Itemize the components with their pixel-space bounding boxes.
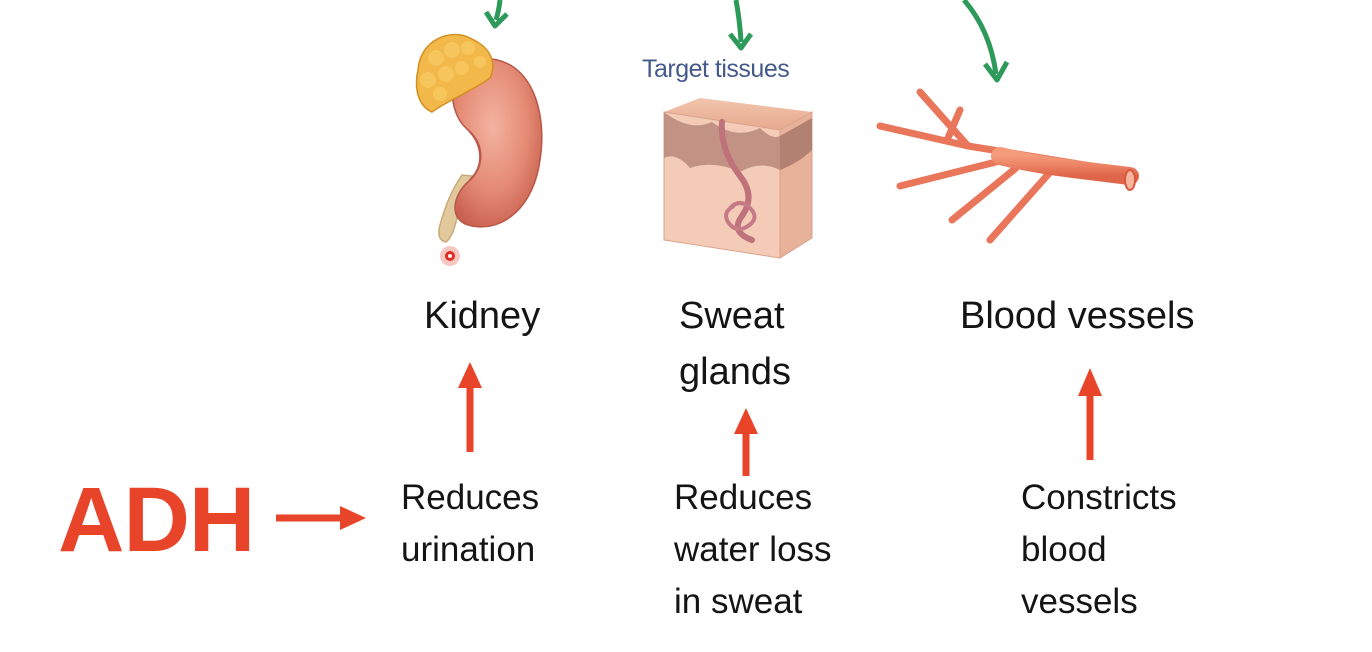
adh-label: ADH	[58, 469, 255, 571]
kidney-illustration	[415, 33, 543, 266]
green-arrow-blood-vessels	[962, 0, 1010, 83]
skin-block-illustration	[663, 98, 813, 259]
kidney-label: Kidney	[424, 295, 541, 337]
red-arrow-up-blood-vessels	[1078, 368, 1102, 460]
blood-vessel-illustration	[876, 88, 1139, 244]
adrenal-gland	[415, 33, 494, 113]
sweat-glands-effect: Reduces water loss in sweat	[674, 478, 832, 621]
sweat-glands-label: Sweat glands	[679, 295, 791, 393]
green-arrow-kidney	[483, 0, 509, 29]
red-arrow-up-sweat-glands	[734, 408, 758, 476]
red-arrow-right-adh	[276, 506, 366, 530]
target-tissues-caption: Target tissues	[642, 55, 790, 83]
green-arrow-sweat-glands	[728, 0, 754, 51]
pointer-dot-icon	[440, 246, 460, 266]
kidney-effect: Reduces urination	[401, 478, 540, 569]
blood-vessels-label: Blood vessels	[960, 295, 1195, 337]
blood-vessels-effect: Constricts blood vessels	[1021, 478, 1177, 621]
red-arrow-up-kidney	[458, 362, 482, 452]
